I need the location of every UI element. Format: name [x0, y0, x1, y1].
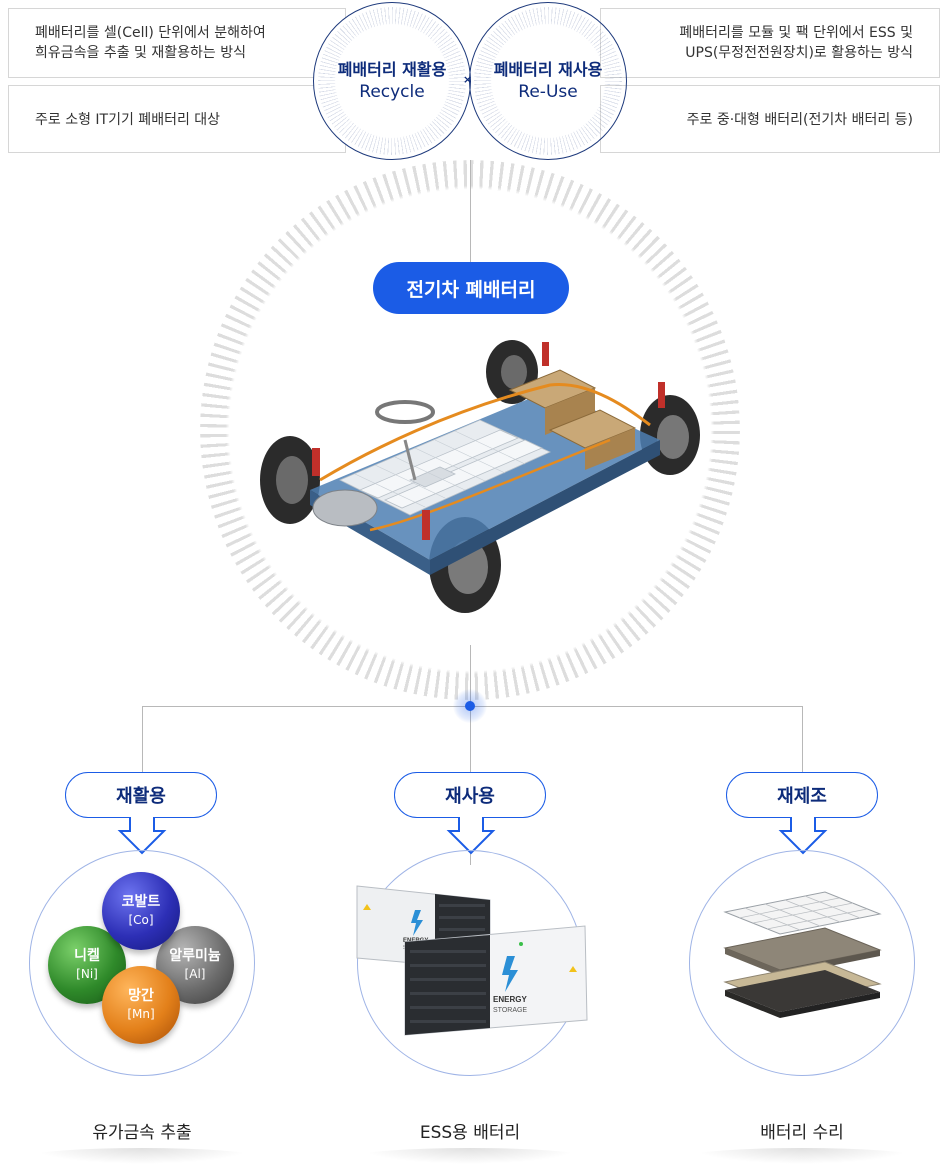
caption-remanufacture: 배터리 수리	[760, 1123, 844, 1143]
status-led	[519, 942, 523, 946]
steering-wheel	[375, 400, 435, 424]
metal-symbol-cobalt: [Co]	[128, 913, 154, 927]
center-label-pill: 전기차 폐배터리	[373, 262, 569, 314]
battery-modules	[339, 419, 551, 516]
hub-dot	[465, 701, 475, 711]
branch-remanufacture-pill: 재제조	[726, 772, 878, 818]
times-icon: ×	[463, 73, 473, 86]
branch-reuse-pill: 재사용	[394, 772, 546, 818]
ev-chassis-illustration	[260, 340, 700, 613]
metal-ball-cobalt: 코발트 [Co]	[102, 872, 180, 950]
reuse-title: 폐배터리 재사용	[493, 60, 603, 79]
metal-symbol-manganese: [Mn]	[127, 1007, 155, 1021]
metal-symbol-aluminum: [Al]	[184, 967, 206, 981]
metal-name-aluminum: 알루미늄	[169, 948, 221, 964]
lightning-icon	[411, 910, 423, 936]
battery-top-grid	[723, 891, 882, 935]
connector-top	[470, 160, 471, 264]
ess-container-illustration: ENERGY STORAGE ENERGY STORAGE	[356, 885, 588, 1036]
metal-name-cobalt: 코발트	[121, 894, 161, 910]
metal-name-nickel: 니켈	[74, 948, 100, 964]
warning-icon	[569, 966, 577, 972]
reuse-description: 폐배터리를 모듈 및 팩 단위에서 ESS 및 UPS(무정전전원장치)로 활용…	[679, 25, 913, 61]
metal-name-manganese: 망간	[128, 988, 154, 1004]
recycle-target: 주로 소형 IT기기 폐배터리 대상	[35, 112, 221, 128]
reuse-target: 주로 중·대형 배터리(전기차 배터리 등)	[686, 112, 913, 128]
reuse-target-box: 주로 중·대형 배터리(전기차 배터리 등)	[600, 85, 940, 153]
battery-cell-layer	[723, 927, 882, 971]
caption-shadow	[32, 1148, 252, 1164]
connector-left	[142, 706, 143, 772]
suspension-spring	[312, 448, 320, 476]
connector-right	[802, 706, 803, 772]
ess-label-front-2: STORAGE	[493, 1007, 527, 1014]
caption-shadow	[692, 1148, 912, 1164]
caption-shadow	[360, 1148, 580, 1164]
recycle-description: 폐배터리를 셀(Cell) 단위에서 분해하여 희유금속을 추출 및 재활용하는…	[35, 25, 266, 61]
metal-symbol-nickel: [Ni]	[76, 967, 98, 981]
ess-label-front-1: ENERGY	[493, 995, 527, 1004]
battery-base-layer	[725, 970, 880, 1012]
connector-center-vertical	[470, 645, 471, 865]
recycle-circle: 폐배터리 재활용 Recycle	[313, 2, 471, 160]
lightning-icon	[502, 956, 518, 992]
recycle-description-box: 폐배터리를 셀(Cell) 단위에서 분해하여 희유금속을 추출 및 재활용하는…	[8, 8, 346, 78]
battery-layers-illustration	[723, 891, 882, 1018]
orange-cable	[319, 382, 651, 482]
reuse-description-box: 폐배터리를 모듈 및 팩 단위에서 ESS 및 UPS(무정전전원장치)로 활용…	[600, 8, 940, 78]
recycle-title: 폐배터리 재활용	[337, 60, 447, 79]
recycle-target-box: 주로 소형 IT기기 폐배터리 대상	[8, 85, 346, 153]
metal-ball-manganese: 망간 [Mn]	[102, 966, 180, 1044]
caption-recycle: 유가금속 추출	[92, 1123, 192, 1143]
front-motor	[312, 489, 378, 527]
caption-reuse: ESS용 배터리	[419, 1123, 521, 1143]
branch-recycle-pill: 재활용	[65, 772, 217, 818]
reuse-subtitle: Re-Use	[518, 82, 578, 102]
recycle-subtitle: Recycle	[359, 82, 425, 102]
reuse-circle: 폐배터리 재사용 Re-Use	[469, 2, 627, 160]
